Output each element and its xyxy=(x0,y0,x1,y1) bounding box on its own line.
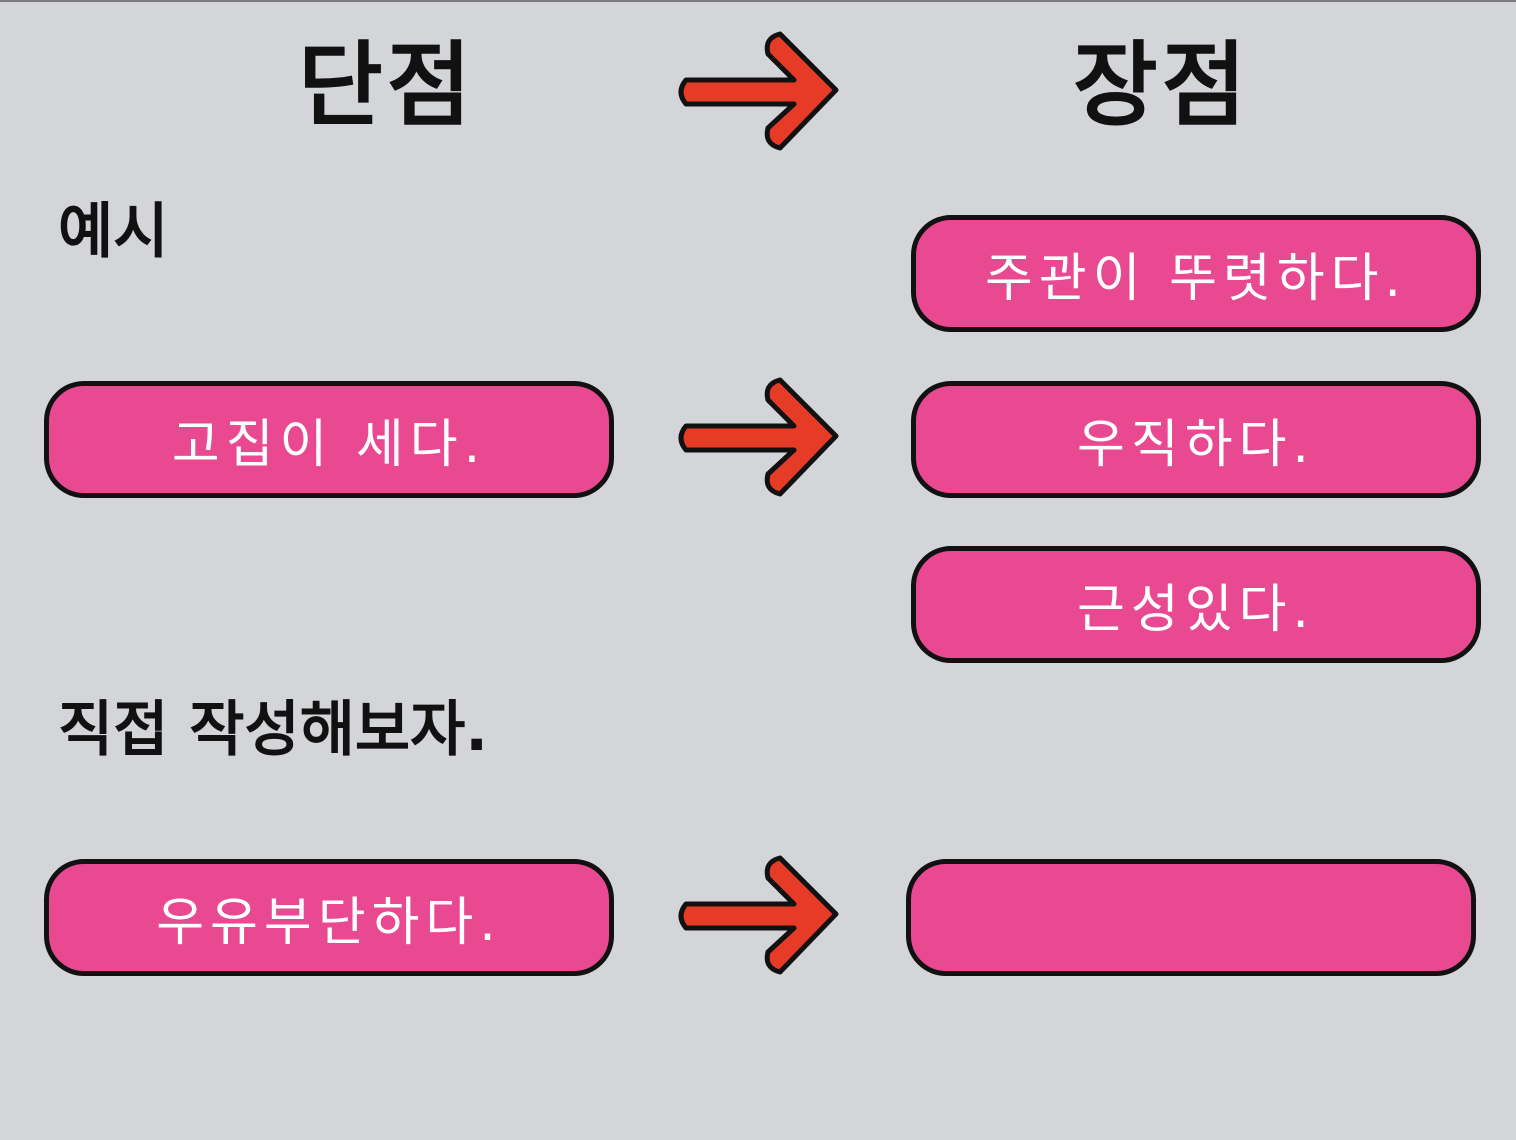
weakness-heading: 단점 xyxy=(298,32,476,139)
header-arrow-icon xyxy=(678,31,839,151)
exercise-weakness: 우유부단하다. xyxy=(44,859,614,976)
example-label: 예시 xyxy=(58,197,169,267)
exercise-arrow-icon xyxy=(678,855,839,975)
strength-heading: 장점 xyxy=(1073,32,1251,139)
exercise-strength-blank[interactable] xyxy=(906,859,1476,976)
practice-label: 직접 작성해보자. xyxy=(58,695,489,765)
example-strength-2: 우직하다. xyxy=(911,381,1481,498)
example-arrow-icon xyxy=(678,377,839,497)
example-weakness: 고집이 세다. xyxy=(44,381,614,498)
example-strength-3: 근성있다. xyxy=(911,546,1481,663)
example-strength-1: 주관이 뚜렷하다. xyxy=(911,215,1481,332)
